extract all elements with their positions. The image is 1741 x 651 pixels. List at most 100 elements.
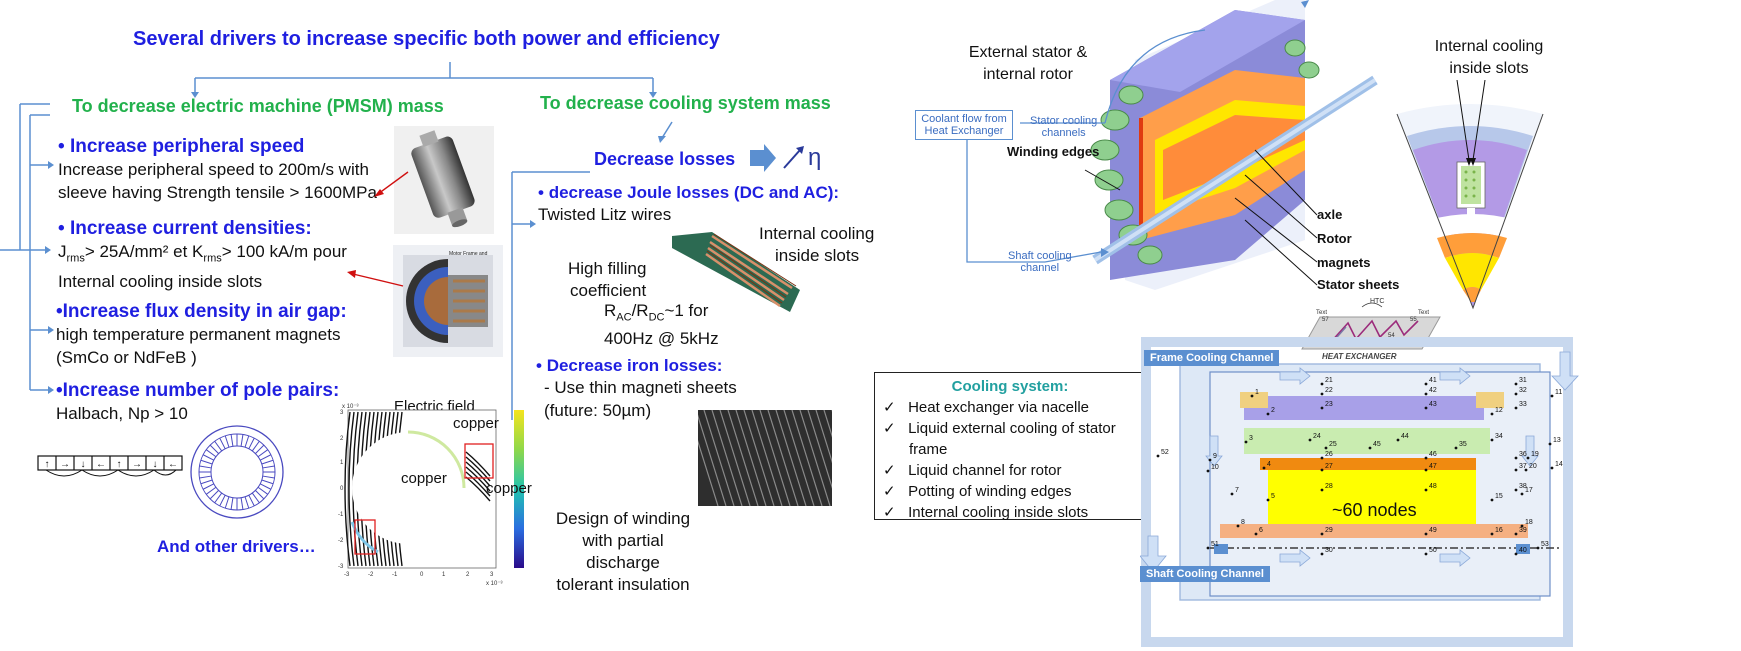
thermal-node-label: 26 [1325, 451, 1333, 458]
thermal-node-dot [1308, 438, 1312, 442]
slot-wedge-diagram [1396, 80, 1544, 310]
slot-title-line-1: Internal cooling [1434, 38, 1544, 55]
svg-text:→: → [132, 459, 142, 470]
current-density-line-1: Jrms> 25A/mm² et Krms> 100 kA/m pour [58, 242, 347, 265]
thermal-node-dot [1320, 456, 1324, 460]
thermal-node-dot [1520, 524, 1524, 528]
part-axle: axle [1317, 207, 1343, 222]
joule-losses-title: • decrease Joule losses (DC and AC): [538, 183, 840, 202]
electric-field-plot: 3 2 1 0 -1 -2 -3 -3 -2 -1 0 1 2 3 x 10⁻³… [338, 404, 524, 587]
svg-text:Motor Frame and: Motor Frame and [449, 251, 488, 257]
thermal-node-dot [1424, 382, 1428, 386]
thermal-node-dot [1514, 456, 1518, 460]
thermal-node-dot [1244, 440, 1248, 444]
y-exponent: x 10⁻³ [342, 404, 359, 410]
thermal-node-dot [1156, 454, 1160, 458]
thermal-node-label: 51 [1211, 541, 1219, 548]
joule-losses-block: • decrease Joule losses (DC and AC): Twi… [538, 183, 839, 226]
svg-text:←: ← [168, 459, 178, 470]
thermal-node-label: 48 [1429, 483, 1437, 490]
magnetic-sheets-image [698, 410, 832, 506]
peripheral-speed-line-1: Increase peripheral speed to 200m/s with [58, 160, 369, 179]
current-density-title: • Increase current densities: [58, 218, 312, 239]
thermal-node-dot [1514, 552, 1518, 556]
coolant-flow-line-2: Heat Exchanger [924, 125, 1004, 137]
iron-losses-title: • Decrease iron losses: [536, 356, 723, 375]
field-label-copper-top: copper [453, 415, 499, 432]
svg-text:↑: ↑ [45, 459, 50, 470]
thermal-node-dot [1524, 468, 1528, 472]
halbach-ring-sketch [190, 425, 284, 519]
litz-internal-cooling-line-1: Internal cooling [759, 224, 875, 243]
thermal-node-dot [1454, 446, 1458, 450]
thermal-node-label: 22 [1325, 387, 1333, 394]
flux-density-line-2: (SmCo or NdFeB ) [56, 348, 197, 367]
thermal-node-dot [1490, 498, 1494, 502]
y-tick-m2: -2 [338, 538, 344, 544]
thermal-node-dot [1266, 498, 1270, 502]
thermal-node-label: 10 [1211, 464, 1219, 471]
iron-losses-line-2: (future: 50µm) [544, 401, 652, 420]
thermal-node-label: 39 [1519, 527, 1527, 534]
high-filling-label: High filling coefficient [568, 258, 646, 302]
thermal-node-dot [1206, 546, 1210, 550]
thermal-node-label: 34 [1495, 433, 1503, 440]
thermal-node-dot [1208, 458, 1212, 462]
thermal-node-label: 11 [1555, 389, 1562, 396]
thermal-node-label: 1 [1255, 389, 1259, 396]
stator-channels-label: Stator cooling channels [1030, 115, 1097, 139]
thermal-node-dot [1206, 469, 1210, 473]
thermal-node-label: 42 [1429, 387, 1437, 394]
motor-pointer-arrow [347, 270, 404, 287]
thermal-node-label: 32 [1519, 387, 1527, 394]
thermal-node-dot [1320, 406, 1324, 410]
up-arrow-icon [796, 146, 804, 154]
text-b-label: Text [1418, 310, 1429, 316]
thermal-node-dot [1514, 406, 1518, 410]
thermal-node-label: 23 [1325, 401, 1333, 408]
thermal-node-label: 15 [1495, 493, 1503, 500]
thermal-node-label: 41 [1429, 377, 1437, 384]
part-stator-sheets: Stator sheets [1317, 277, 1400, 292]
slot-title: Internal cooling inside slots [1426, 36, 1552, 80]
thermal-node-label: 43 [1429, 401, 1437, 408]
field-label-copper-center: copper [401, 470, 447, 487]
thermal-node-dot [1236, 524, 1240, 528]
thermal-node-label: 31 [1519, 377, 1527, 384]
winding-design-line-3: tolerant insulation [556, 575, 690, 594]
thermal-node-label: 49 [1429, 527, 1437, 534]
thermal-node-label: 14 [1555, 461, 1563, 468]
x-tick-3: 3 [490, 572, 494, 578]
frame-cooling-channel-label: Frame Cooling Channel [1144, 350, 1280, 366]
thermal-node-dot [1550, 466, 1554, 470]
rotor-sleeve-image [394, 126, 494, 234]
thermal-node-dot [1520, 492, 1524, 496]
machine-cutaway-diagram [966, 0, 1378, 290]
node-54: 54 [1388, 333, 1395, 339]
thermal-node-label: 28 [1325, 483, 1333, 490]
x-exponent: x 10⁻³ [486, 581, 503, 587]
thermal-node-dot [1320, 532, 1324, 536]
x-tick-m3: -3 [344, 572, 350, 578]
thermal-node-dot [1490, 438, 1494, 442]
thermal-node-label: 27 [1325, 463, 1333, 470]
shaft-cooling-channel-label: Shaft Cooling Channel [1140, 566, 1270, 582]
winding-edges-label: Winding edges [1007, 144, 1100, 159]
thermal-node-label: 24 [1313, 433, 1321, 440]
block-arrow-icon [750, 144, 776, 172]
pole-pairs-line-1: Halbach, Np > 10 [56, 404, 188, 423]
thermal-node-dot [1424, 392, 1428, 396]
thermal-node-label: 47 [1429, 463, 1437, 470]
thermal-node-dot [1526, 456, 1530, 460]
stator-channels-line-2: channels [1041, 127, 1086, 139]
thermal-node-dot [1396, 438, 1400, 442]
thermal-node-label: 7 [1235, 487, 1239, 494]
thermal-node-dot [1320, 392, 1324, 396]
cooling-item-2b: frame [909, 441, 948, 458]
svg-text:→: → [60, 459, 70, 470]
thermal-node-label: 35 [1459, 441, 1467, 448]
thermal-node-dot [1424, 532, 1428, 536]
cooling-item-1: ✓ Heat exchanger via nacelle [883, 399, 1090, 416]
y-tick-0: 0 [340, 486, 344, 492]
thermal-node-dot [1514, 382, 1518, 386]
